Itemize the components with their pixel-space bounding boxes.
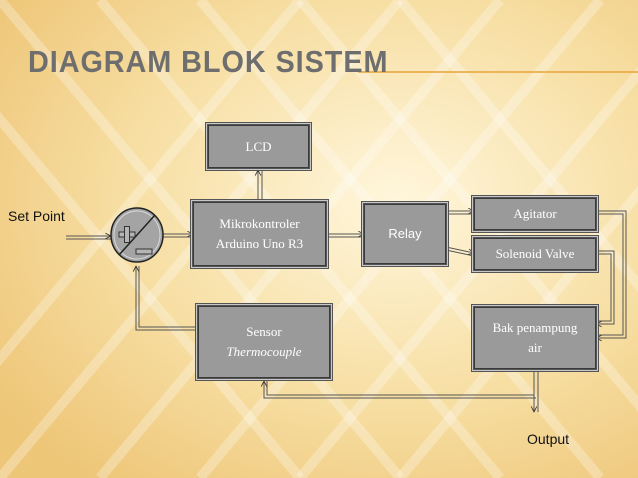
bak-penampung-label-line2: air bbox=[528, 340, 542, 355]
comparator-summing-junction bbox=[110, 207, 164, 263]
lcd-block: LCD bbox=[206, 123, 311, 170]
mikrokontroler-label: Mikrokontroler bbox=[219, 216, 300, 231]
bak-penampung-block: Bak penampung air bbox=[472, 305, 598, 371]
sensor-block: Sensor Thermocouple bbox=[196, 304, 332, 380]
sensor-label: Sensor bbox=[246, 324, 282, 339]
mikrokontroler-block: Mikrokontroler Arduino Uno R3 bbox=[191, 200, 328, 268]
solenoid-valve-block: Solenoid Valve bbox=[472, 236, 598, 272]
minus-sign-icon bbox=[135, 248, 153, 255]
agitator-block: Agitator bbox=[472, 196, 598, 232]
output-label: Output bbox=[527, 431, 570, 447]
solenoid-valve-label: Solenoid Valve bbox=[495, 246, 575, 261]
relay-label: Relay bbox=[388, 226, 422, 241]
mikrokontroler-model-label: Arduino Uno R3 bbox=[215, 236, 304, 251]
sensor-type-label: Thermocouple bbox=[226, 344, 302, 359]
page-title: DIAGRAM BLOK SISTEM bbox=[28, 44, 389, 79]
plus-sign-icon bbox=[118, 226, 136, 243]
set-point-label: Set Point bbox=[8, 208, 65, 224]
relay-block: Relay bbox=[362, 202, 448, 266]
agitator-label: Agitator bbox=[513, 206, 557, 221]
lcd-label: LCD bbox=[245, 138, 272, 154]
bak-penampung-label: Bak penampung bbox=[492, 320, 578, 335]
